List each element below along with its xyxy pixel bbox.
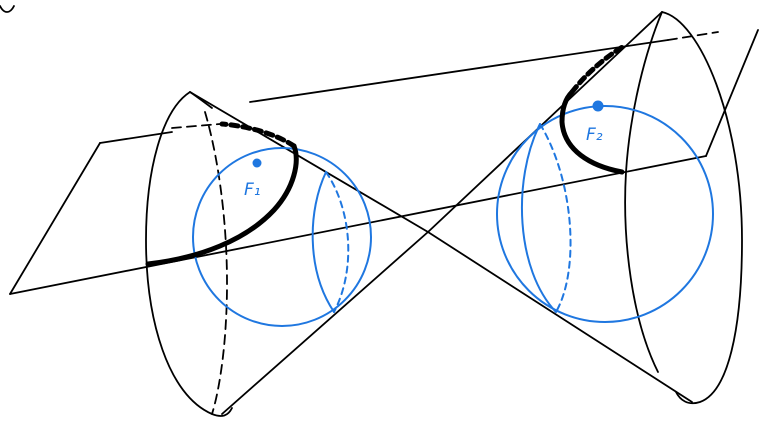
right-nappe xyxy=(624,11,743,405)
left-cone-base-back xyxy=(204,111,228,415)
right-cone-base-front xyxy=(661,11,743,405)
hyperbola-left-branch xyxy=(145,143,299,267)
upper-generator-right xyxy=(427,231,693,403)
right-cone-base-back xyxy=(624,11,663,373)
left-sphere-tangent-front xyxy=(311,171,335,313)
left-sphere-tangent-back xyxy=(325,171,350,313)
foci: F₁ F₂ xyxy=(244,100,604,200)
plane-hidden-left xyxy=(171,123,221,129)
plane-top-edge-right xyxy=(249,39,669,103)
plane-top-edge-hidden xyxy=(667,31,719,41)
left-cone-apex-cap xyxy=(189,91,213,109)
right-sphere-tangent-back xyxy=(539,123,572,313)
plane-bottom-edge xyxy=(9,155,707,295)
lower-generator-right xyxy=(427,11,663,233)
hyperbola xyxy=(145,43,627,267)
left-nappe xyxy=(145,91,233,417)
focus-1-dot xyxy=(252,158,262,168)
hyperbola-right-branch-hidden xyxy=(569,43,627,95)
hyperbola-right-branch xyxy=(559,89,625,175)
cutting-plane xyxy=(9,29,759,295)
focus-2-label: F₂ xyxy=(586,125,603,145)
focus-2-dot xyxy=(592,100,604,112)
plane-left-edge xyxy=(9,142,101,295)
lower-generator-left xyxy=(221,231,429,415)
left-cone-base-front xyxy=(145,91,233,417)
stray-mark xyxy=(0,5,15,13)
right-sphere xyxy=(496,105,714,323)
cone-generators xyxy=(189,11,693,415)
dandelin-spheres xyxy=(192,105,714,327)
hyperbola-left-branch-hidden xyxy=(219,121,297,149)
plane-right-edge xyxy=(705,29,759,157)
left-sphere xyxy=(192,147,372,327)
right-sphere-tangent-front xyxy=(521,123,557,313)
focus-1-label: F₁ xyxy=(244,180,261,200)
plane-top-edge-left xyxy=(99,131,173,144)
upper-generator-left xyxy=(189,91,429,233)
